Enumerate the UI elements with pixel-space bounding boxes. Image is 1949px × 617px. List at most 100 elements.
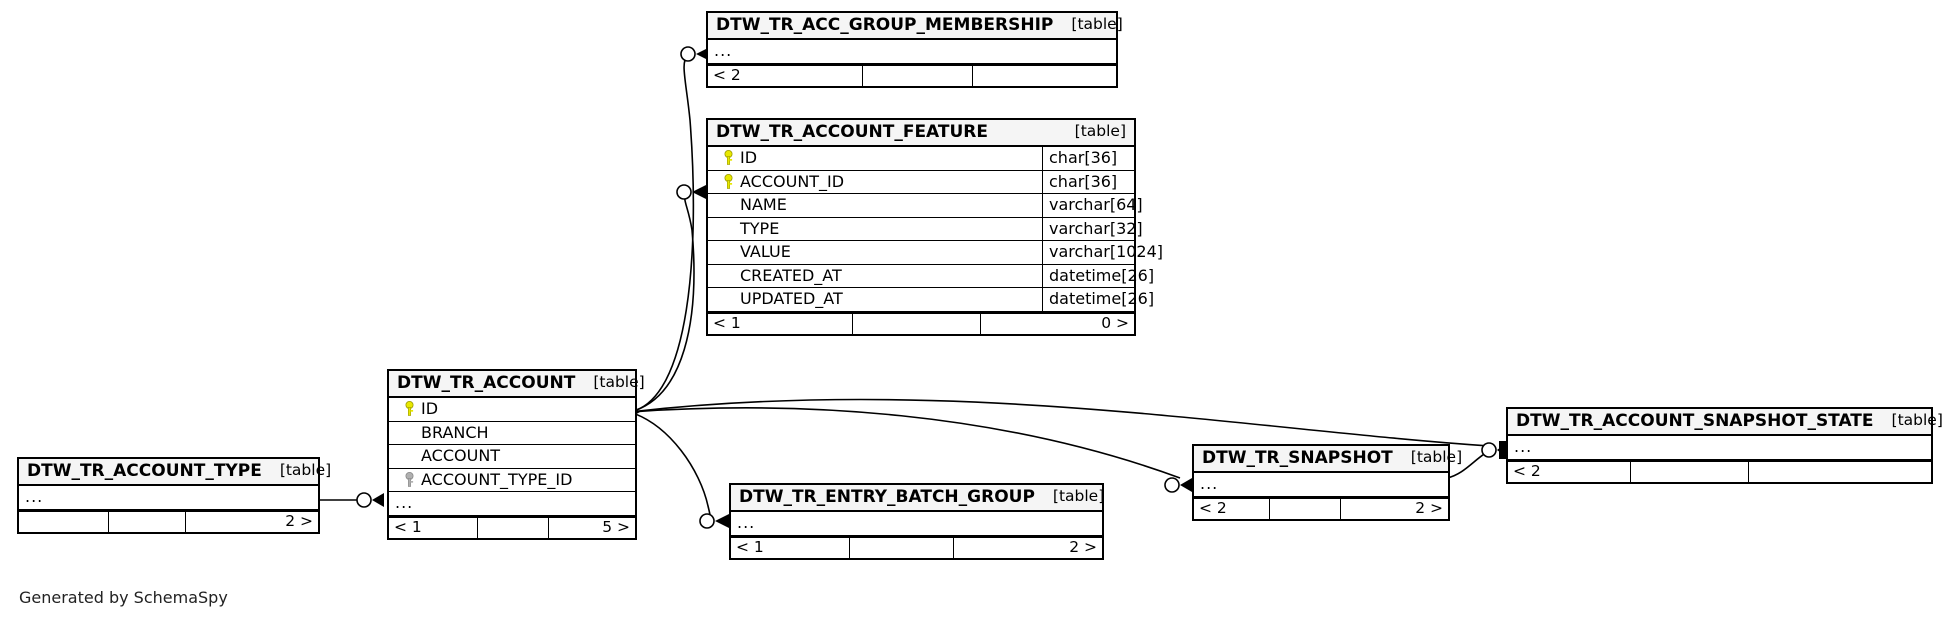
edge-account-to-entry-batch-group	[629, 411, 712, 522]
edge-account-to-acc-group-membership	[629, 54, 695, 413]
table-header: DTW_TR_ENTRY_BATCH_GROUP [table]	[731, 485, 1104, 512]
table-row[interactable]: ACCOUNT	[389, 445, 635, 469]
foreign-key-icon	[397, 471, 421, 488]
table-dtw-tr-account-type[interactable]: DTW_TR_ACCOUNT_TYPE [table] ... 2 >	[17, 457, 331, 534]
column-type: char[36]	[1042, 170, 1134, 193]
column-name: ACCOUNT_ID	[740, 171, 845, 191]
table-footer: < 1 5 >	[389, 515, 635, 538]
column-name: BRANCH	[421, 422, 489, 442]
column-cell: VALUE	[708, 241, 1042, 264]
table-header: DTW_TR_ACCOUNT_TYPE [table]	[19, 459, 331, 486]
table-row[interactable]: VALUE varchar[1024]	[708, 241, 1163, 265]
footer-parents-count	[19, 511, 109, 532]
table-dtw-tr-account-feature[interactable]: DTW_TR_ACCOUNT_FEATURE [table] ID char[3…	[706, 118, 1163, 336]
columns-ellipsis: ...	[708, 40, 1116, 64]
columns-ellipsis: ...	[19, 486, 318, 510]
column-name: NAME	[740, 195, 787, 215]
footer-parents-count: < 1	[708, 313, 853, 334]
footer-parents-count: < 2	[1508, 461, 1631, 482]
column-type: varchar[1024]	[1042, 241, 1163, 264]
footer-middle-cell	[109, 511, 187, 532]
table-row[interactable]: ID char[36]	[708, 147, 1134, 171]
table-title: DTW_TR_SNAPSHOT	[1202, 447, 1393, 468]
column-cell: TYPE	[708, 218, 1042, 241]
table-dtw-tr-snapshot[interactable]: DTW_TR_SNAPSHOT [table] ... < 2 2 >	[1192, 444, 1462, 521]
footer-middle-cell	[850, 537, 954, 558]
table-footer: < 1 2 >	[731, 535, 1102, 558]
column-cell: ID	[389, 398, 635, 421]
column-name: UPDATED_AT	[740, 289, 843, 309]
table-header: DTW_TR_SNAPSHOT [table]	[1194, 446, 1462, 473]
table-header: DTW_TR_ACCOUNT_FEATURE [table]	[708, 120, 1134, 147]
table-row[interactable]: ACCOUNT_TYPE_ID	[389, 469, 635, 492]
table-dtw-tr-entry-batch-group[interactable]: DTW_TR_ENTRY_BATCH_GROUP [table] ... < 1…	[729, 483, 1104, 560]
footer-middle-cell	[853, 313, 981, 334]
columns-ellipsis: ...	[1194, 473, 1448, 497]
column-name: CREATED_AT	[740, 265, 842, 285]
column-cell: UPDATED_AT	[708, 288, 1042, 311]
table-row[interactable]: UPDATED_AT datetime[26]	[708, 288, 1154, 312]
table-footer: 2 >	[19, 509, 318, 532]
table-type-tag: [table]	[1074, 122, 1126, 141]
table-row[interactable]: CREATED_AT datetime[26]	[708, 264, 1154, 288]
primary-key-icon	[716, 173, 740, 190]
table-row[interactable]: ACCOUNT_ID char[36]	[708, 170, 1134, 194]
column-cell: ACCOUNT_TYPE_ID	[389, 469, 635, 492]
columns-ellipsis: ...	[1508, 436, 1931, 460]
column-name: ID	[421, 399, 439, 419]
table-row[interactable]: ID	[389, 398, 635, 422]
column-name: ACCOUNT_TYPE_ID	[421, 469, 573, 489]
footer-middle-cell	[478, 517, 549, 538]
table-type-tag: [table]	[593, 373, 645, 392]
primary-key-icon	[716, 150, 740, 166]
table-type-tag: [table]	[1410, 448, 1463, 467]
table-title: DTW_TR_ACCOUNT_TYPE	[27, 460, 262, 481]
edge-account-to-snapshot	[629, 407, 1181, 479]
table-footer: < 2	[708, 63, 1116, 86]
column-type: varchar[64]	[1042, 194, 1143, 217]
column-type: datetime[26]	[1042, 264, 1154, 287]
table-row[interactable]: BRANCH	[389, 422, 635, 445]
table-footer: < 2 2 >	[1194, 496, 1448, 519]
column-type: datetime[26]	[1042, 288, 1154, 311]
column-name: TYPE	[740, 218, 780, 238]
column-cell: ID	[708, 147, 1042, 170]
footer-children-count	[1749, 462, 1931, 482]
footer-parents-count: < 1	[731, 537, 850, 558]
footer-middle-cell	[1270, 498, 1342, 519]
table-type-tag: [table]	[1891, 411, 1943, 430]
footer-middle-cell	[1631, 461, 1750, 482]
table-header: DTW_TR_ACC_GROUP_MEMBERSHIP [table]	[708, 13, 1123, 40]
column-type: char[36]	[1042, 147, 1134, 170]
generated-by-caption: Generated by SchemaSpy	[19, 588, 228, 607]
table-type-tag: [table]	[279, 461, 332, 480]
footer-children-count	[973, 66, 1116, 86]
footer-children-count: 2 >	[285, 511, 313, 530]
table-dtw-tr-acc-group-membership[interactable]: DTW_TR_ACC_GROUP_MEMBERSHIP [table] ... …	[706, 11, 1123, 88]
table-dtw-tr-account[interactable]: DTW_TR_ACCOUNT [table] ID BRANCH ACCOUNT	[387, 369, 645, 540]
table-title: DTW_TR_ACCOUNT_SNAPSHOT_STATE	[1516, 410, 1874, 431]
footer-children-count: 0 >	[1101, 313, 1129, 332]
column-cell: ACCOUNT_ID	[708, 171, 1042, 194]
column-cell: BRANCH	[389, 422, 635, 445]
column-cell: NAME	[708, 194, 1042, 217]
footer-middle-cell	[863, 65, 974, 86]
edge-account-to-account-snapshot-state	[629, 398, 1491, 447]
footer-parents-count: < 2	[708, 65, 864, 86]
table-type-tag: [table]	[1071, 15, 1123, 34]
footer-parents-count: < 1	[389, 517, 478, 538]
columns-ellipsis: ...	[389, 492, 635, 516]
table-row[interactable]: NAME varchar[64]	[708, 194, 1143, 218]
table-row[interactable]: TYPE varchar[32]	[708, 217, 1143, 241]
table-title: DTW_TR_ACC_GROUP_MEMBERSHIP	[716, 14, 1054, 35]
table-header: DTW_TR_ACCOUNT_SNAPSHOT_STATE [table]	[1508, 409, 1943, 436]
table-header: DTW_TR_ACCOUNT [table]	[389, 371, 645, 398]
column-name: VALUE	[740, 242, 791, 262]
column-cell: ACCOUNT	[389, 445, 635, 468]
column-type: varchar[32]	[1042, 217, 1143, 240]
table-footer: < 1 0 >	[708, 311, 1134, 334]
footer-children-count: 5 >	[602, 517, 630, 536]
footer-parents-count: < 2	[1194, 498, 1271, 519]
table-dtw-tr-account-snapshot-state[interactable]: DTW_TR_ACCOUNT_SNAPSHOT_STATE [table] ..…	[1506, 407, 1943, 484]
